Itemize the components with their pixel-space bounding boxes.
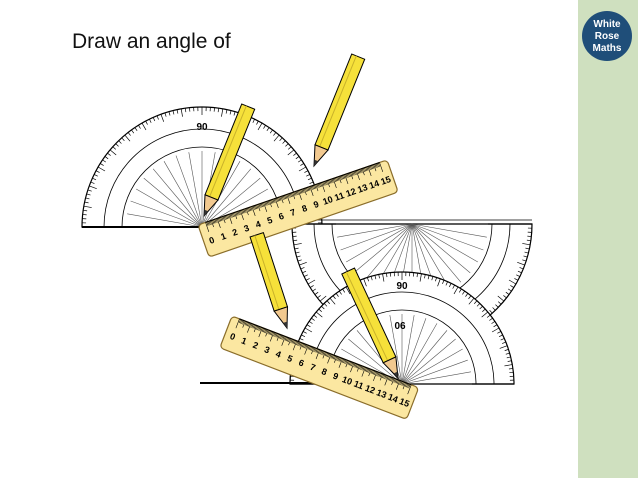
logo-line-1: White <box>593 19 621 30</box>
ruler-tick-label: 9 <box>312 199 320 210</box>
ruler-tick-label: 3 <box>243 223 251 234</box>
ruler-tick-label: 12 <box>364 383 377 396</box>
ruler-tick-label: 3 <box>263 344 271 355</box>
pencil-2 <box>313 53 366 168</box>
ruler-tick-label: 5 <box>286 353 294 364</box>
protractor-bottom-label-inverted: 06 <box>394 321 406 332</box>
logo-line-3: Maths <box>593 43 622 54</box>
ruler-tick-label: 4 <box>274 349 282 360</box>
protractor-top: 90 <box>81 106 323 228</box>
ruler-tick-label: 14 <box>387 392 400 405</box>
ruler-tick-label: 5 <box>266 215 274 226</box>
ruler-tick-label: 1 <box>240 335 248 346</box>
ruler-tick-label: 1 <box>219 231 227 242</box>
protractor-top-label: 90 <box>196 122 208 133</box>
ruler-tick-label: 7 <box>289 207 297 218</box>
ruler-tick-label: 0 <box>208 235 216 246</box>
ruler-tick-label: 2 <box>231 227 239 238</box>
ruler-tick-label: 13 <box>356 182 369 195</box>
ruler-tick-label: 8 <box>301 203 309 214</box>
ruler-tick-label: 8 <box>320 366 328 377</box>
ruler-tick-label: 11 <box>333 190 345 203</box>
pencil-3 <box>249 232 289 330</box>
ruler-tick-label: 9 <box>332 371 340 382</box>
ruler-tick-label: 10 <box>321 194 334 207</box>
ruler-tick-label: 14 <box>368 178 381 191</box>
white-rose-maths-logo: White Rose Maths <box>582 11 632 61</box>
protractor-bottom: 90 06 <box>289 271 515 385</box>
ruler-tick-label: 13 <box>375 387 388 400</box>
ruler-tick-label: 10 <box>341 374 354 387</box>
protractor-bottom-label-upright: 90 <box>396 281 408 292</box>
logo-line-2: Rose <box>595 31 620 42</box>
ruler-tick-label: 2 <box>251 340 259 351</box>
ruler-tick-label: 6 <box>277 211 285 222</box>
sidebar-strip <box>578 0 638 478</box>
pencil-4 <box>341 267 399 380</box>
ruler-tick-label: 0 <box>229 331 237 342</box>
ruler-tick-label: 6 <box>297 357 305 368</box>
ruler-tick-label: 15 <box>398 396 411 409</box>
ruler-tick-label: 15 <box>379 174 392 187</box>
slide-title: Draw an angle of <box>72 30 231 53</box>
pencil-1 <box>203 103 256 218</box>
ruler-tick-label: 11 <box>352 379 364 392</box>
ruler-tick-label: 12 <box>345 186 358 199</box>
ruler-tick-label: 7 <box>309 362 317 373</box>
ruler-tick-label: 4 <box>254 219 262 230</box>
